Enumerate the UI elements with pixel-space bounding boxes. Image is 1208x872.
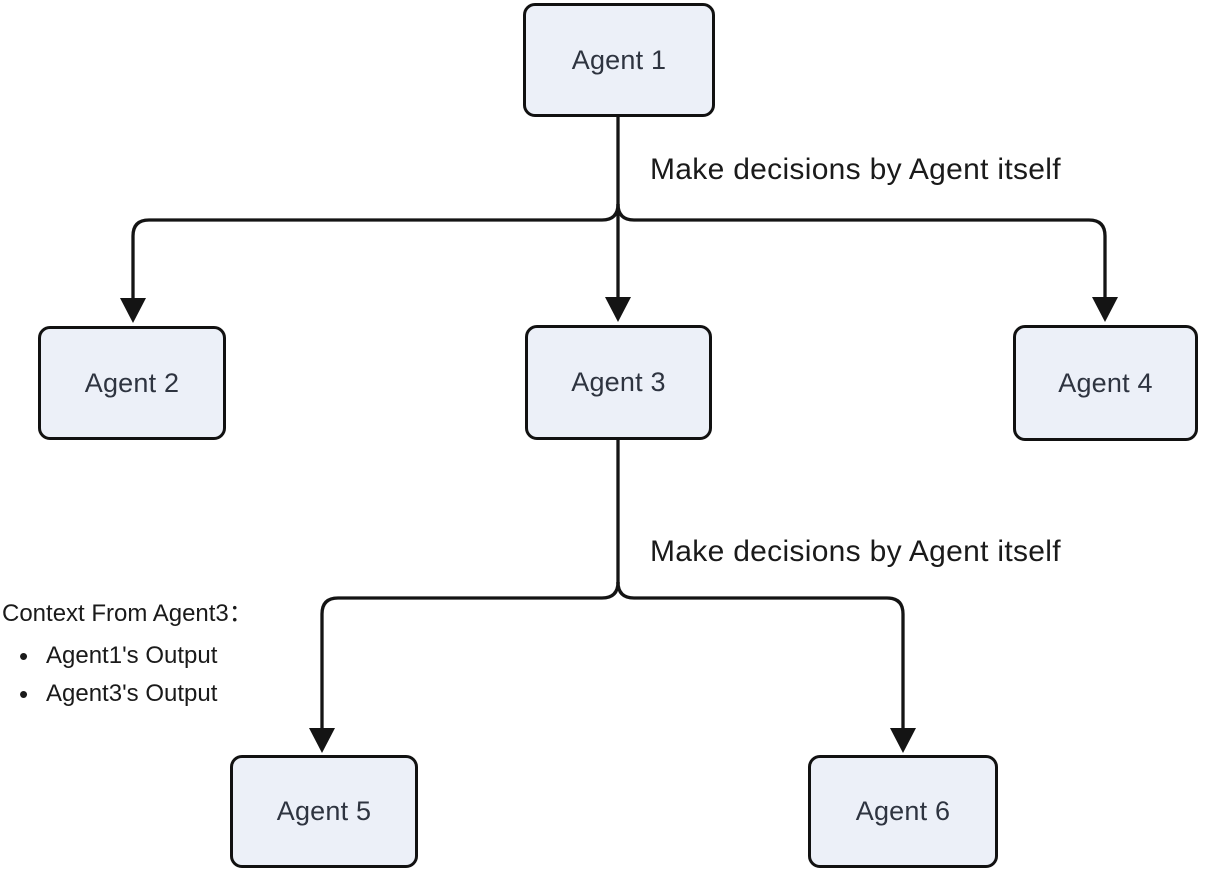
arrowhead-agent4 (1092, 297, 1118, 322)
edge-agent3-agent5 (320, 581, 620, 730)
annotation-list: Agent1's Output Agent3's Output (2, 637, 302, 713)
node-agent3: Agent 3 (525, 325, 712, 440)
annotation-item: Agent1's Output (2, 637, 302, 675)
context-annotation: Context From Agent3： Agent1's Output Age… (2, 599, 302, 713)
node-agent5-label: Agent 5 (276, 796, 372, 826)
node-agent1-label: Agent 1 (571, 44, 667, 75)
node-agent2-label: Agent 2 (84, 367, 180, 398)
annotation-title: Context From Agent3： (2, 600, 253, 627)
node-agent6: Agent 6 (808, 755, 998, 868)
edge-label-decision-1: Make decisions by Agent itself (650, 153, 1061, 186)
node-agent4-label: Agent 4 (1058, 367, 1153, 398)
arrowhead-agent2 (120, 298, 146, 323)
arrowhead-agent5 (309, 728, 335, 753)
arrowhead-agent6 (890, 728, 916, 753)
edge-agent1-agent4 (616, 203, 1107, 299)
annotation-item: Agent3's Output (2, 675, 302, 713)
node-agent6-label: Agent 6 (855, 796, 951, 826)
edge-agent1-agent2 (131, 203, 620, 300)
node-agent2: Agent 2 (38, 326, 226, 440)
edge-label-decision-2: Make decisions by Agent itself (650, 535, 1061, 568)
node-agent3-label: Agent 3 (571, 367, 666, 397)
edge-agent3-agent6 (616, 581, 905, 730)
node-agent4: Agent 4 (1013, 325, 1198, 441)
node-agent1: Agent 1 (523, 3, 715, 117)
arrowhead-agent3 (605, 297, 631, 322)
node-agent5: Agent 5 (230, 755, 418, 868)
